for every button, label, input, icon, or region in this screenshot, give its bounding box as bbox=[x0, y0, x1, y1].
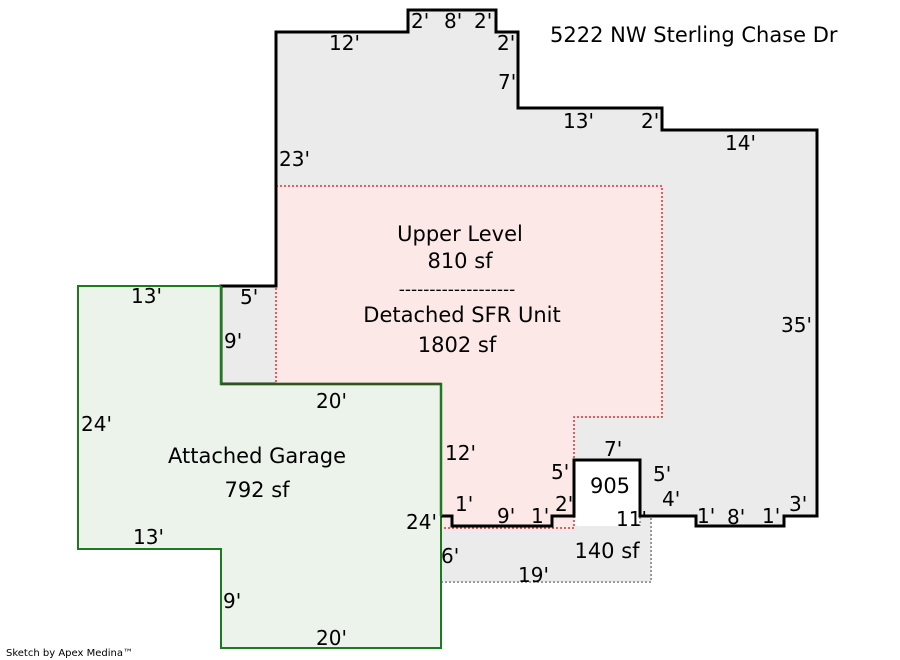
dim-label: 11' bbox=[616, 507, 647, 531]
property-address: 5222 NW Sterling Chase Dr bbox=[550, 23, 838, 47]
dim-label: 6' bbox=[441, 544, 459, 568]
sketch-credit: Sketch by Apex Medina™ bbox=[6, 648, 133, 659]
dim-label: 8' bbox=[444, 9, 462, 33]
patio-fill bbox=[441, 526, 651, 582]
dim-label: 9' bbox=[497, 504, 515, 528]
dim-label: 19' bbox=[518, 563, 549, 587]
dim-label: 12' bbox=[445, 441, 476, 465]
upper-level-outline bbox=[275, 185, 663, 529]
house-edge-lower bbox=[441, 458, 817, 528]
dim-label: 2' bbox=[641, 109, 659, 133]
detached-unit-area: 1802 sf bbox=[418, 333, 497, 357]
detached-unit-title: Detached SFR Unit bbox=[363, 303, 560, 327]
dim-label: 13' bbox=[131, 284, 162, 308]
dim-label: 24' bbox=[81, 412, 112, 436]
upper-level-area: 810 sf bbox=[427, 249, 493, 273]
dim-label: 20' bbox=[316, 626, 347, 650]
dim-label: 1' bbox=[455, 492, 473, 516]
dim-label: 1' bbox=[762, 504, 780, 528]
dim-label: 5' bbox=[551, 460, 569, 484]
dim-label: 12' bbox=[329, 31, 360, 55]
dim-label: 2' bbox=[497, 31, 515, 55]
dim-label: 14' bbox=[725, 131, 756, 155]
dim-label: 2' bbox=[474, 9, 492, 33]
porch-area: 905 bbox=[590, 474, 630, 498]
garage-title: Attached Garage bbox=[168, 444, 346, 468]
dim-label: 2' bbox=[555, 492, 573, 516]
dim-label: 7' bbox=[498, 70, 516, 94]
dim-label: 1' bbox=[697, 504, 715, 528]
dim-label: 4' bbox=[662, 487, 680, 511]
dim-label: 2' bbox=[411, 9, 429, 33]
upper-level-title: Upper Level bbox=[397, 222, 523, 246]
dim-label: 7' bbox=[604, 437, 622, 461]
dim-label: 9' bbox=[224, 329, 242, 353]
dim-label: 3' bbox=[789, 492, 807, 516]
patio-area: 140 sf bbox=[574, 539, 640, 563]
garage-area: 792 sf bbox=[224, 478, 290, 502]
dim-label: 5' bbox=[240, 285, 258, 309]
dim-label: 20' bbox=[316, 389, 347, 413]
dim-label: 8' bbox=[727, 505, 745, 529]
dim-label: 13' bbox=[563, 109, 594, 133]
dim-label: 9' bbox=[223, 589, 241, 613]
label-divider: ------------------- bbox=[399, 280, 516, 300]
dim-label: 5' bbox=[653, 462, 671, 486]
dim-label: 13' bbox=[133, 525, 164, 549]
house-edge-left bbox=[221, 32, 278, 288]
dim-label: 23' bbox=[279, 147, 310, 171]
dim-label: 24' bbox=[406, 510, 437, 534]
dim-label: 1' bbox=[531, 504, 549, 528]
dim-label: 35' bbox=[781, 313, 812, 337]
